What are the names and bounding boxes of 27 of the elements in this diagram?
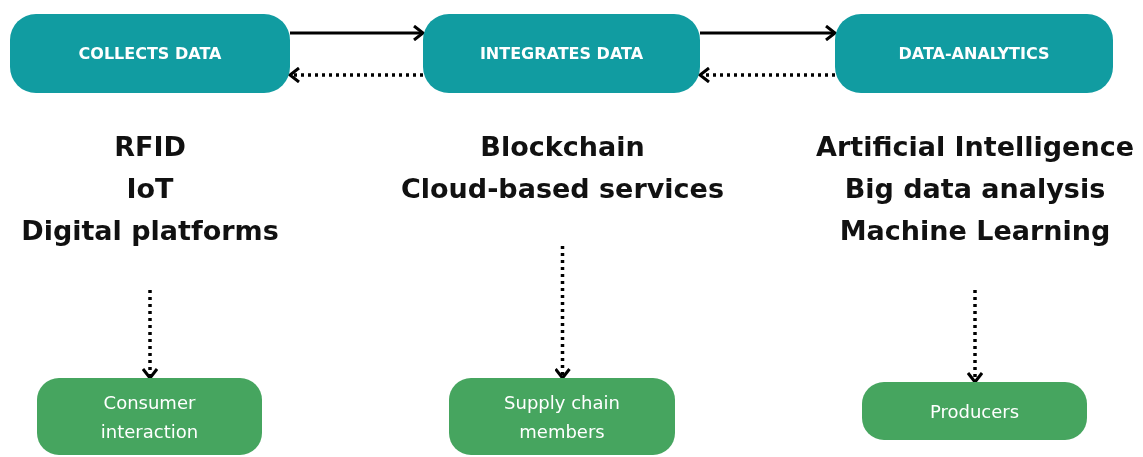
- arrow: [700, 24, 837, 42]
- result-box: [449, 378, 675, 455]
- list-item: IoT: [126, 172, 174, 206]
- dotted-arrow: [554, 246, 571, 380]
- arrow: [290, 24, 425, 42]
- box-label: Supply chain members: [503, 390, 621, 444]
- result-box: [862, 382, 1087, 440]
- list-item: Cloud-based services: [401, 172, 724, 206]
- process-box: [10, 14, 290, 93]
- list-item: Blockchain: [480, 130, 645, 164]
- box-label: INTEGRATES DATA: [479, 44, 644, 63]
- dotted-arrow: [141, 290, 159, 380]
- list-item: Machine Learning: [839, 214, 1111, 248]
- list-item: RFID: [114, 130, 186, 164]
- dotted-arrow: [288, 66, 423, 84]
- process-box: [835, 14, 1113, 93]
- result-box: [37, 378, 262, 455]
- box-label: DATA-ANALYTICS: [898, 44, 1050, 63]
- box-label: COLLECTS DATA: [78, 44, 222, 63]
- dotted-arrow: [966, 290, 984, 384]
- list-item: Artificial Intelligence: [816, 130, 1134, 164]
- list-item: Digital platforms: [21, 214, 279, 248]
- box-label: Consumer interaction: [99, 390, 200, 444]
- dotted-arrow: [698, 66, 835, 84]
- process-box: [423, 14, 700, 93]
- list-item: Big data analysis: [844, 172, 1106, 206]
- box-label: Producers: [929, 399, 1020, 424]
